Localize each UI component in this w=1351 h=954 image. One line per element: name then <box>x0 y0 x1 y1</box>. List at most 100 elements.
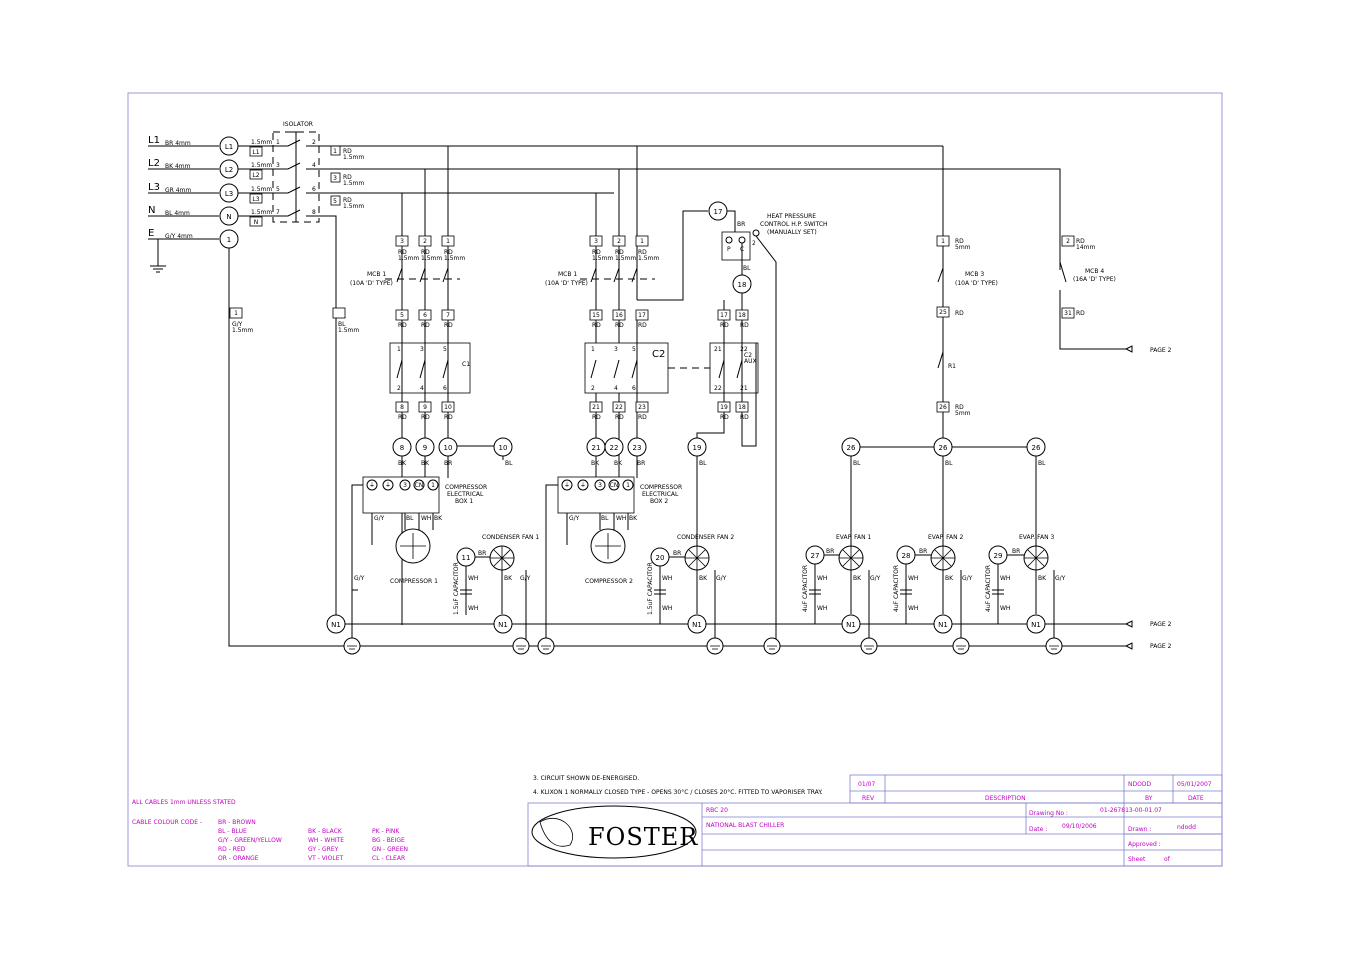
drawing-no: 01-267813-00-01.07 <box>1100 807 1162 814</box>
diagram-label: RD <box>955 404 964 411</box>
diagram-label: RD <box>421 414 430 421</box>
diagram-label: 7 <box>276 209 280 216</box>
diagram-label: WH <box>1000 605 1010 612</box>
node-l2-label: L2 <box>225 166 233 174</box>
diagram-label: 4 <box>312 162 316 169</box>
evap-fan-1-label: EVAP. FAN 1 <box>836 534 872 541</box>
diagram-label: 1.5uF CAPACITOR <box>453 562 460 615</box>
diagram-label: BL <box>945 460 953 467</box>
diagram-label: 3 <box>403 482 407 489</box>
diagram-label: N1 <box>846 621 856 629</box>
diagram-label: 17 <box>714 208 723 216</box>
diagram-label: G/Y - GREEN/YELLOW <box>218 837 282 844</box>
diagram-label: 5 <box>276 186 280 193</box>
page-ref-2: PAGE 2 <box>1150 621 1172 628</box>
terminal-n: N <box>254 219 259 226</box>
node-l1-label: L1 <box>225 143 233 151</box>
diagram-label: G/Y <box>569 515 580 522</box>
diagram-label: G/Y <box>354 575 365 582</box>
page-ref-1: PAGE 2 <box>1150 347 1172 354</box>
diagram-label: 19 <box>720 404 728 411</box>
diagram-label: 2 <box>617 238 621 245</box>
diagram-label: 21 <box>592 404 600 411</box>
diagram-label: 1.5mm <box>592 255 613 262</box>
diagram-label: RD <box>740 322 749 329</box>
diagram-label: ELECTRICAL <box>642 491 679 498</box>
terminal-l2: L2 <box>252 172 259 179</box>
diagram-label: RD <box>955 310 964 317</box>
rev-label: REV <box>862 795 875 802</box>
diagram-label: 5mm <box>955 410 971 417</box>
diagram-label: BL <box>338 321 346 328</box>
diagram-label: RD <box>398 322 407 329</box>
diagram-label: RD <box>343 148 352 155</box>
diagram-label: 4uF CAPACITOR <box>893 565 900 612</box>
diagram-label: 1 <box>640 238 644 245</box>
diagram-label: 29 <box>994 552 1003 560</box>
diagram-label: 1.5mm <box>638 255 659 262</box>
diagram-label: 5 <box>333 198 337 205</box>
diagram-label: G/Y <box>716 575 727 582</box>
diagram-label: BR <box>444 460 452 467</box>
diagram-label: C2 <box>744 352 752 359</box>
mcb3-type: (10A 'D' TYPE) <box>955 280 998 287</box>
diagram-label: BG - BEIGE <box>372 837 405 844</box>
diagram-label: WH - WHITE <box>308 837 344 844</box>
diagram-label: 17 <box>638 312 646 319</box>
diagram-label: 23 <box>638 404 646 411</box>
supply-l2-cable: BK 4mm <box>165 163 191 170</box>
diagram-label: 3 <box>333 175 337 182</box>
diagram-label: RD <box>955 238 964 245</box>
supply-l1-label: L1 <box>148 135 160 146</box>
diagram-label: 1.5mm <box>421 255 442 262</box>
diagram-label: WH <box>908 575 918 582</box>
diagram-label: BR <box>478 550 486 557</box>
earth-symbol <box>150 239 166 273</box>
supply-l3-cable: GR 4mm <box>165 187 191 194</box>
cable-colour-legend: ALL CABLES 1mm UNLESS STATED CABLE COLOU… <box>132 799 408 862</box>
diagram-label: OR - ORANGE <box>218 855 259 862</box>
mcb4-label: MCB 4 <box>1085 268 1104 275</box>
diagram-label: 3 <box>614 346 618 353</box>
diagram-label: CN <box>610 482 619 489</box>
diagram-label: (MANUALLY SET) <box>767 229 817 236</box>
diagram-label: RD <box>444 249 453 256</box>
earth-terminal-2 <box>512 637 530 655</box>
earth-terminal-5 <box>763 637 781 655</box>
diagram-label: 17 <box>720 312 728 319</box>
diagram-label: ⏚ <box>369 482 375 489</box>
earth-terminal-3 <box>537 637 555 655</box>
diagram-label: WH <box>908 605 918 612</box>
contactor-c2-aux <box>709 342 759 394</box>
diagram-label: 22 <box>740 346 748 353</box>
supply-n-cable: BL 4mm <box>165 210 190 217</box>
diagram-label: BL <box>743 265 751 272</box>
diagram-label: 3 <box>400 238 404 245</box>
date-label-2: Date : <box>1029 826 1047 833</box>
diagram-label: RD <box>740 414 749 421</box>
node-n-label: N <box>226 213 231 221</box>
diagram-label: BR <box>637 460 645 467</box>
diagram-label: BL <box>505 460 513 467</box>
diagram-label: 1 <box>591 346 595 353</box>
diagram-label: GN - GREEN <box>372 846 408 853</box>
diagram-label: 1.5mm <box>232 327 253 334</box>
circuit-1: 3 2 1 RD1.5mm RD1.5mm RD1.5mm MCB 1 (10A… <box>350 146 539 625</box>
diagram-label: BK <box>504 575 513 582</box>
approved-label: Approved : <box>1128 841 1161 848</box>
diagram-label: G/Y <box>962 575 973 582</box>
diagram-label: N1 <box>938 621 948 629</box>
node-l3-label: L3 <box>225 190 233 198</box>
diagram-label: 1 <box>941 238 945 245</box>
foster-logo-text: FOSTER <box>588 823 698 851</box>
diagram-label: BK <box>1038 575 1047 582</box>
diagram-label: 3 <box>598 482 602 489</box>
date-label: DATE <box>1188 795 1204 802</box>
diagram-label: ⏚ <box>580 482 586 489</box>
supply-e-label: E <box>148 228 154 239</box>
diagram-label: PK - PINK <box>372 828 400 835</box>
diagram-label: 10 <box>444 444 453 452</box>
diagram-label: P <box>727 246 731 253</box>
diagram-label: BR <box>919 548 927 555</box>
diagram-label: 2 <box>423 238 427 245</box>
